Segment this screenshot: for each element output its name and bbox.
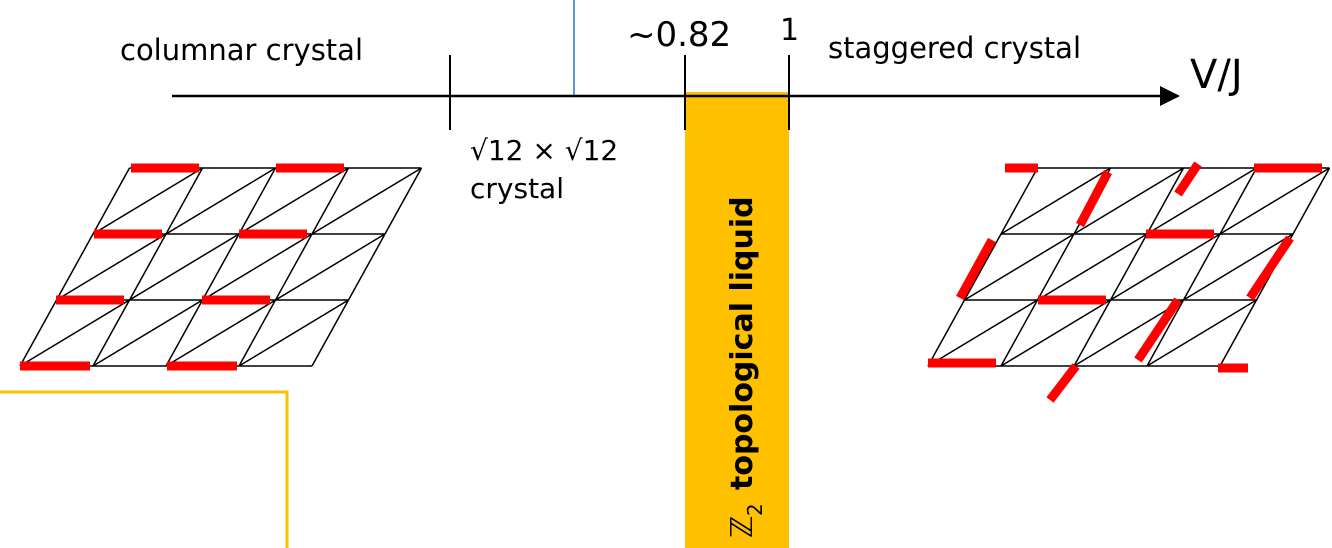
staggered-dimers xyxy=(928,161,1322,403)
lattice-edge xyxy=(92,167,203,235)
lattice-edge xyxy=(1146,299,1257,367)
lattice-edge xyxy=(165,233,386,367)
dimer-bond xyxy=(956,237,996,301)
label-sqrt12-crystal-line2: crystal xyxy=(470,172,564,205)
dimer-bond xyxy=(1246,235,1294,301)
lattice-edge xyxy=(1073,167,1185,367)
liquid-label: topological liquid xyxy=(725,196,760,490)
lattice-edge xyxy=(964,167,1184,301)
liquid-band xyxy=(685,92,789,548)
lattice-edge xyxy=(927,167,1039,367)
lattice-edge xyxy=(165,167,277,367)
lattice-edge xyxy=(92,167,204,367)
label-staggered-crystal: staggered crystal xyxy=(828,31,1081,65)
columnar-lattice xyxy=(19,167,423,367)
axis-arrowhead xyxy=(1160,86,1180,106)
lattice-edge xyxy=(238,299,349,367)
liquid-z-subscript: 2 xyxy=(743,503,767,516)
lattice-edge xyxy=(19,167,349,367)
lattice-edge xyxy=(19,167,131,367)
dimer-bond xyxy=(1134,297,1182,363)
liquid-z-symbol: ℤ xyxy=(725,516,760,538)
lattice-edge xyxy=(238,167,350,367)
dimer-bond xyxy=(1046,363,1080,403)
lattice-edge xyxy=(92,167,422,367)
lattice-edge xyxy=(1000,167,1330,367)
tick-label-0-82: ~0.82 xyxy=(627,15,731,55)
label-sqrt12-crystal: √12 × √12 xyxy=(470,134,618,167)
dimer-bond xyxy=(1174,161,1202,197)
axis-label: V/J xyxy=(1190,52,1243,98)
highlight-box-outline xyxy=(0,390,289,548)
lattice-edge xyxy=(311,167,423,367)
columnar-dimers xyxy=(20,163,344,371)
liquid-label-group: ℤ 2 topological liquid xyxy=(725,196,767,538)
tick-label-1: 1 xyxy=(780,13,799,48)
lattice-edge xyxy=(1000,167,1111,235)
lattice-edge xyxy=(927,167,1257,367)
lattice-edge xyxy=(1073,233,1294,367)
lattice-edge xyxy=(1146,167,1258,367)
label-columnar-crystal: columnar crystal xyxy=(120,33,363,67)
dimer-bond xyxy=(1076,169,1112,228)
lattice-edge xyxy=(56,167,276,301)
